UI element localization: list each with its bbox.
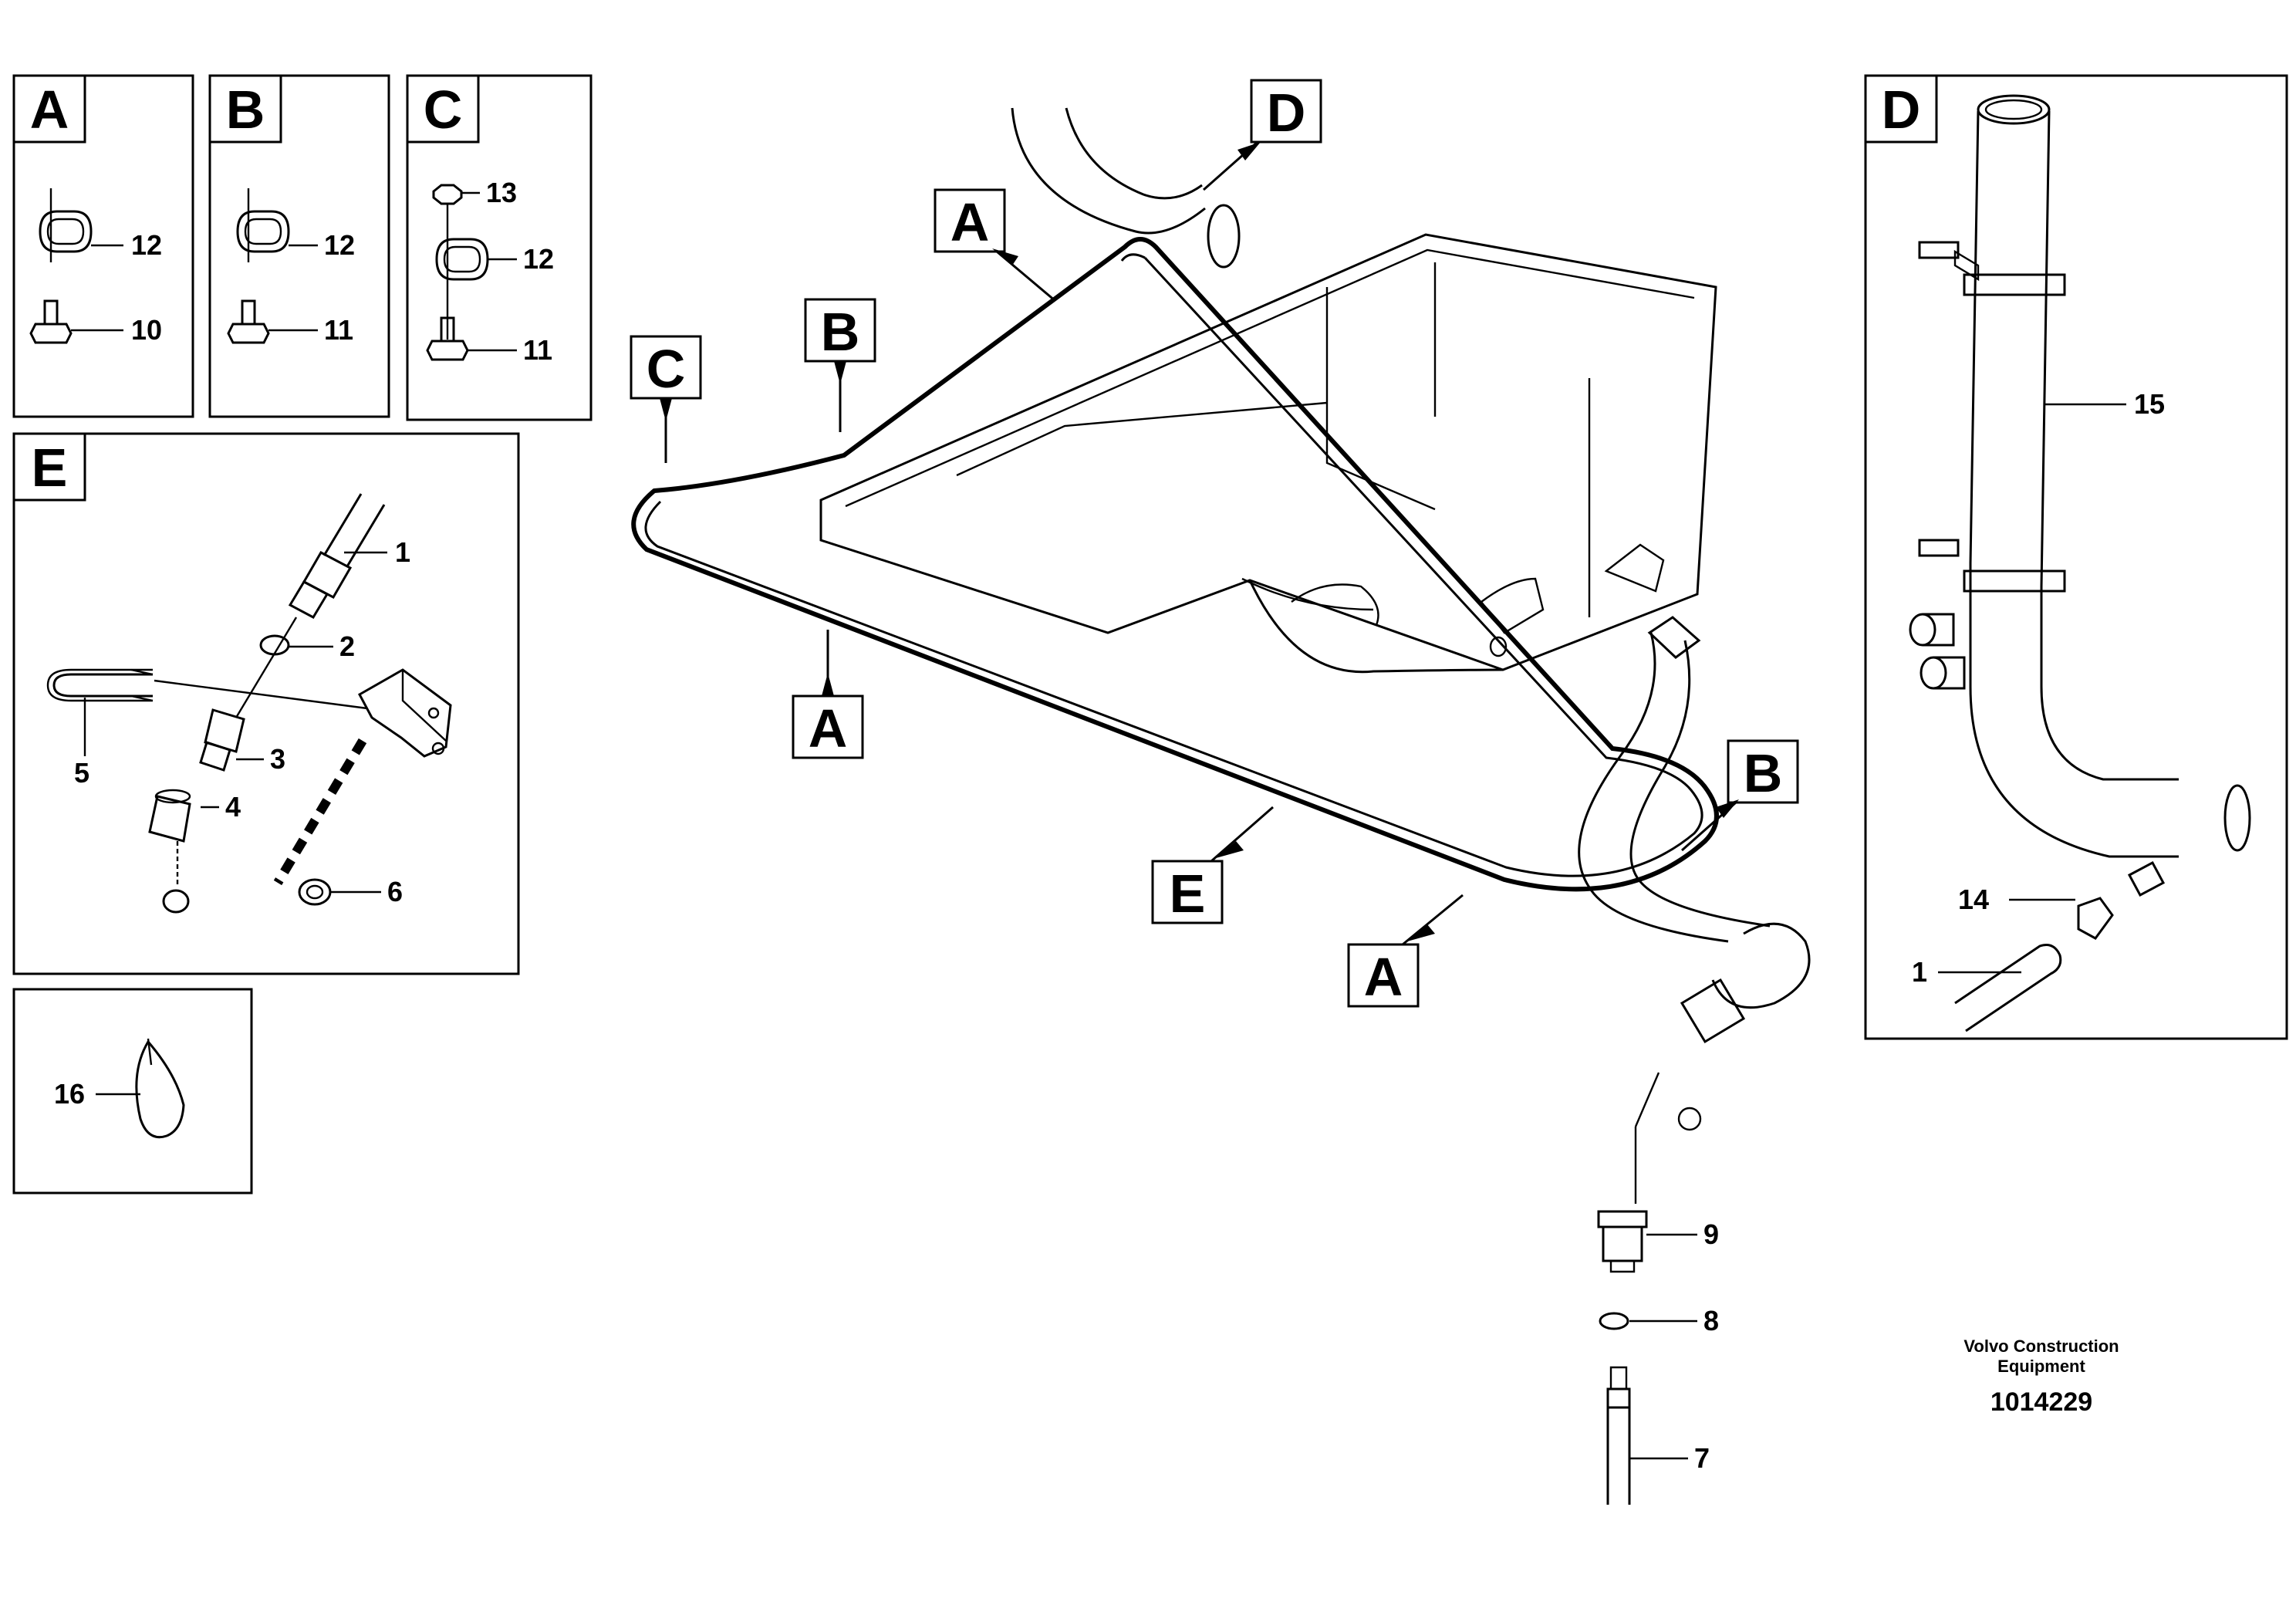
hose-end-icon bbox=[288, 493, 386, 619]
sensor-connector-icon bbox=[1597, 1210, 1648, 1273]
sensor-cable-end-icon bbox=[1606, 1366, 1631, 1505]
callout-letter-a: A bbox=[950, 192, 990, 252]
nut-icon bbox=[432, 184, 463, 205]
part-number-14: 14 bbox=[1958, 884, 1989, 915]
detail-letter-a: A bbox=[30, 79, 69, 140]
detail-letter-b: B bbox=[226, 79, 265, 140]
part-number-11: 11 bbox=[523, 334, 552, 366]
bolt-icon bbox=[426, 316, 469, 361]
bolt-icon bbox=[227, 299, 270, 344]
callout-letter-e: E bbox=[1170, 863, 1206, 924]
dipstick-guide-tube-icon bbox=[1011, 107, 1241, 269]
detail-panel-b: B 12 11 bbox=[208, 74, 390, 418]
grommet-icon bbox=[298, 878, 332, 906]
part-number-9: 9 bbox=[1703, 1218, 1719, 1250]
callout-a-bottom: A bbox=[1347, 894, 1464, 1008]
detail-letter-c: C bbox=[424, 79, 463, 140]
detail-panel-e: E 1 2 5 bbox=[12, 432, 520, 975]
manufacturer-line-1: Volvo Construction bbox=[1963, 1336, 2119, 1356]
callout-b-right: B bbox=[1681, 739, 1799, 852]
part-number-7: 7 bbox=[1694, 1442, 1710, 1474]
adapter-icon bbox=[199, 708, 245, 772]
oil-level-sensor-cable-icon bbox=[631, 237, 1719, 892]
part-number-16: 16 bbox=[54, 1078, 85, 1110]
part-number-1: 1 bbox=[1912, 956, 1927, 988]
bolt-icon bbox=[29, 299, 73, 344]
callout-d: D bbox=[1203, 79, 1322, 191]
part-number-12: 12 bbox=[523, 243, 554, 275]
u-bolt-icon bbox=[46, 668, 154, 702]
callout-letter-d: D bbox=[1267, 83, 1306, 143]
manufacturer-line-2: Equipment bbox=[1997, 1357, 2085, 1376]
callout-b-top: B bbox=[804, 298, 876, 432]
bracket-icon bbox=[357, 668, 452, 758]
callout-letter-a: A bbox=[1364, 947, 1403, 1007]
seal-washer-icon bbox=[1599, 1312, 1629, 1330]
drawing-number: 1014229 bbox=[1990, 1387, 2092, 1417]
callout-letter-c: C bbox=[647, 339, 686, 399]
pipe-clamp-icon bbox=[2077, 860, 2166, 940]
cable-tie-icon bbox=[135, 1038, 185, 1139]
callout-a-top: A bbox=[934, 188, 1056, 302]
part-number-12: 12 bbox=[131, 229, 162, 261]
detail-panel-cable-tie: 16 bbox=[12, 988, 253, 1195]
part-number-4: 4 bbox=[225, 791, 241, 823]
flexible-hose-icon bbox=[1578, 616, 1811, 1131]
clamp-icon bbox=[39, 188, 93, 262]
dipstick-tube-icon bbox=[1909, 94, 2251, 858]
detail-panel-d: D 15 14 bbox=[1864, 74, 2288, 1040]
part-number-2: 2 bbox=[339, 630, 355, 662]
part-number-11: 11 bbox=[324, 314, 353, 346]
part-number-5: 5 bbox=[74, 757, 89, 789]
detail-panel-c: C 13 12 11 bbox=[406, 74, 593, 421]
part-number-6: 6 bbox=[387, 876, 403, 907]
callout-a-mid: A bbox=[792, 630, 864, 759]
part-number-10: 10 bbox=[131, 314, 162, 346]
callout-c: C bbox=[630, 335, 702, 463]
part-number-3: 3 bbox=[270, 743, 285, 775]
cap-icon bbox=[148, 789, 191, 914]
detail-letter-d: D bbox=[1882, 79, 1921, 140]
routing-dashed-line bbox=[273, 738, 367, 886]
callout-e-main: E bbox=[1151, 806, 1274, 924]
part-number-8: 8 bbox=[1703, 1305, 1719, 1336]
clamp-icon bbox=[435, 238, 489, 281]
callout-letter-b: B bbox=[821, 302, 860, 362]
clamp-icon bbox=[236, 188, 290, 262]
oil-pan-icon bbox=[819, 233, 1717, 674]
part-number-13: 13 bbox=[486, 177, 517, 208]
callout-letter-b: B bbox=[1744, 743, 1783, 803]
detail-letter-e: E bbox=[32, 438, 68, 498]
part-number-12: 12 bbox=[324, 229, 355, 261]
part-number-1: 1 bbox=[395, 536, 410, 568]
detail-panel-a: A 12 10 bbox=[12, 74, 194, 418]
part-number-15: 15 bbox=[2134, 388, 2165, 420]
oil-hose-icon bbox=[1954, 944, 2062, 1032]
callout-letter-a: A bbox=[809, 698, 848, 759]
